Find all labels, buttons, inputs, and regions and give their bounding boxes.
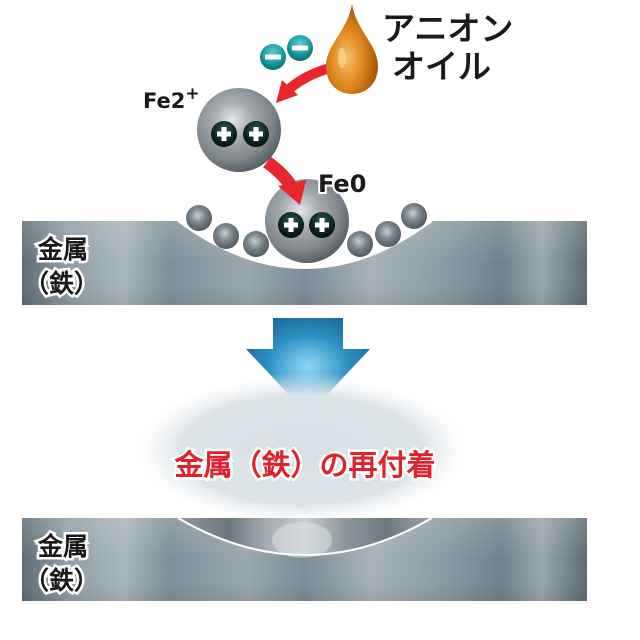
plus-ion-icon <box>243 121 269 147</box>
fe2plus-label: Fe2+ <box>143 84 200 113</box>
iron-atom <box>401 203 427 229</box>
red-curved-arrow-icon <box>263 156 306 205</box>
iron-atom <box>347 231 373 257</box>
metal-label-bottom-line1: 金属 <box>37 532 88 561</box>
result-caption: 金属（鉄）の再付着 <box>173 448 435 482</box>
iron-atom-cluster <box>186 203 427 257</box>
anion-oil-label-line2: オイル <box>392 47 491 86</box>
minus-ion-icon <box>260 44 286 70</box>
plus-ion-icon <box>278 212 304 238</box>
oil-drop-icon <box>326 4 378 94</box>
metal-bar-bottom <box>22 517 587 601</box>
metal-bar-top <box>22 220 587 305</box>
metal-label-top-line2: （鉄） <box>24 269 99 298</box>
iron-atom <box>213 223 239 249</box>
fe0-atom <box>265 179 349 263</box>
anion-oil-label-line1: アニオン <box>382 9 513 48</box>
iron-atom <box>243 231 269 257</box>
minus-ion-icon <box>287 35 313 61</box>
blue-down-arrow-icon <box>246 318 370 415</box>
red-curved-arrow-icon <box>276 63 332 103</box>
fe2plus-label-base: Fe2 <box>143 89 185 113</box>
metal-label-top-line1: 金属 <box>37 235 88 264</box>
fe2plus-ion <box>197 88 281 172</box>
plus-ion-icon <box>309 212 335 238</box>
iron-atom <box>186 205 212 231</box>
plus-ion-icon <box>211 121 237 147</box>
result-glow <box>127 372 477 528</box>
fe2plus-label-sup: + <box>185 84 199 104</box>
metal-label-bottom-line2: （鉄） <box>24 566 99 595</box>
fe0-label: Fe0 <box>318 170 366 198</box>
iron-atom <box>375 221 401 247</box>
